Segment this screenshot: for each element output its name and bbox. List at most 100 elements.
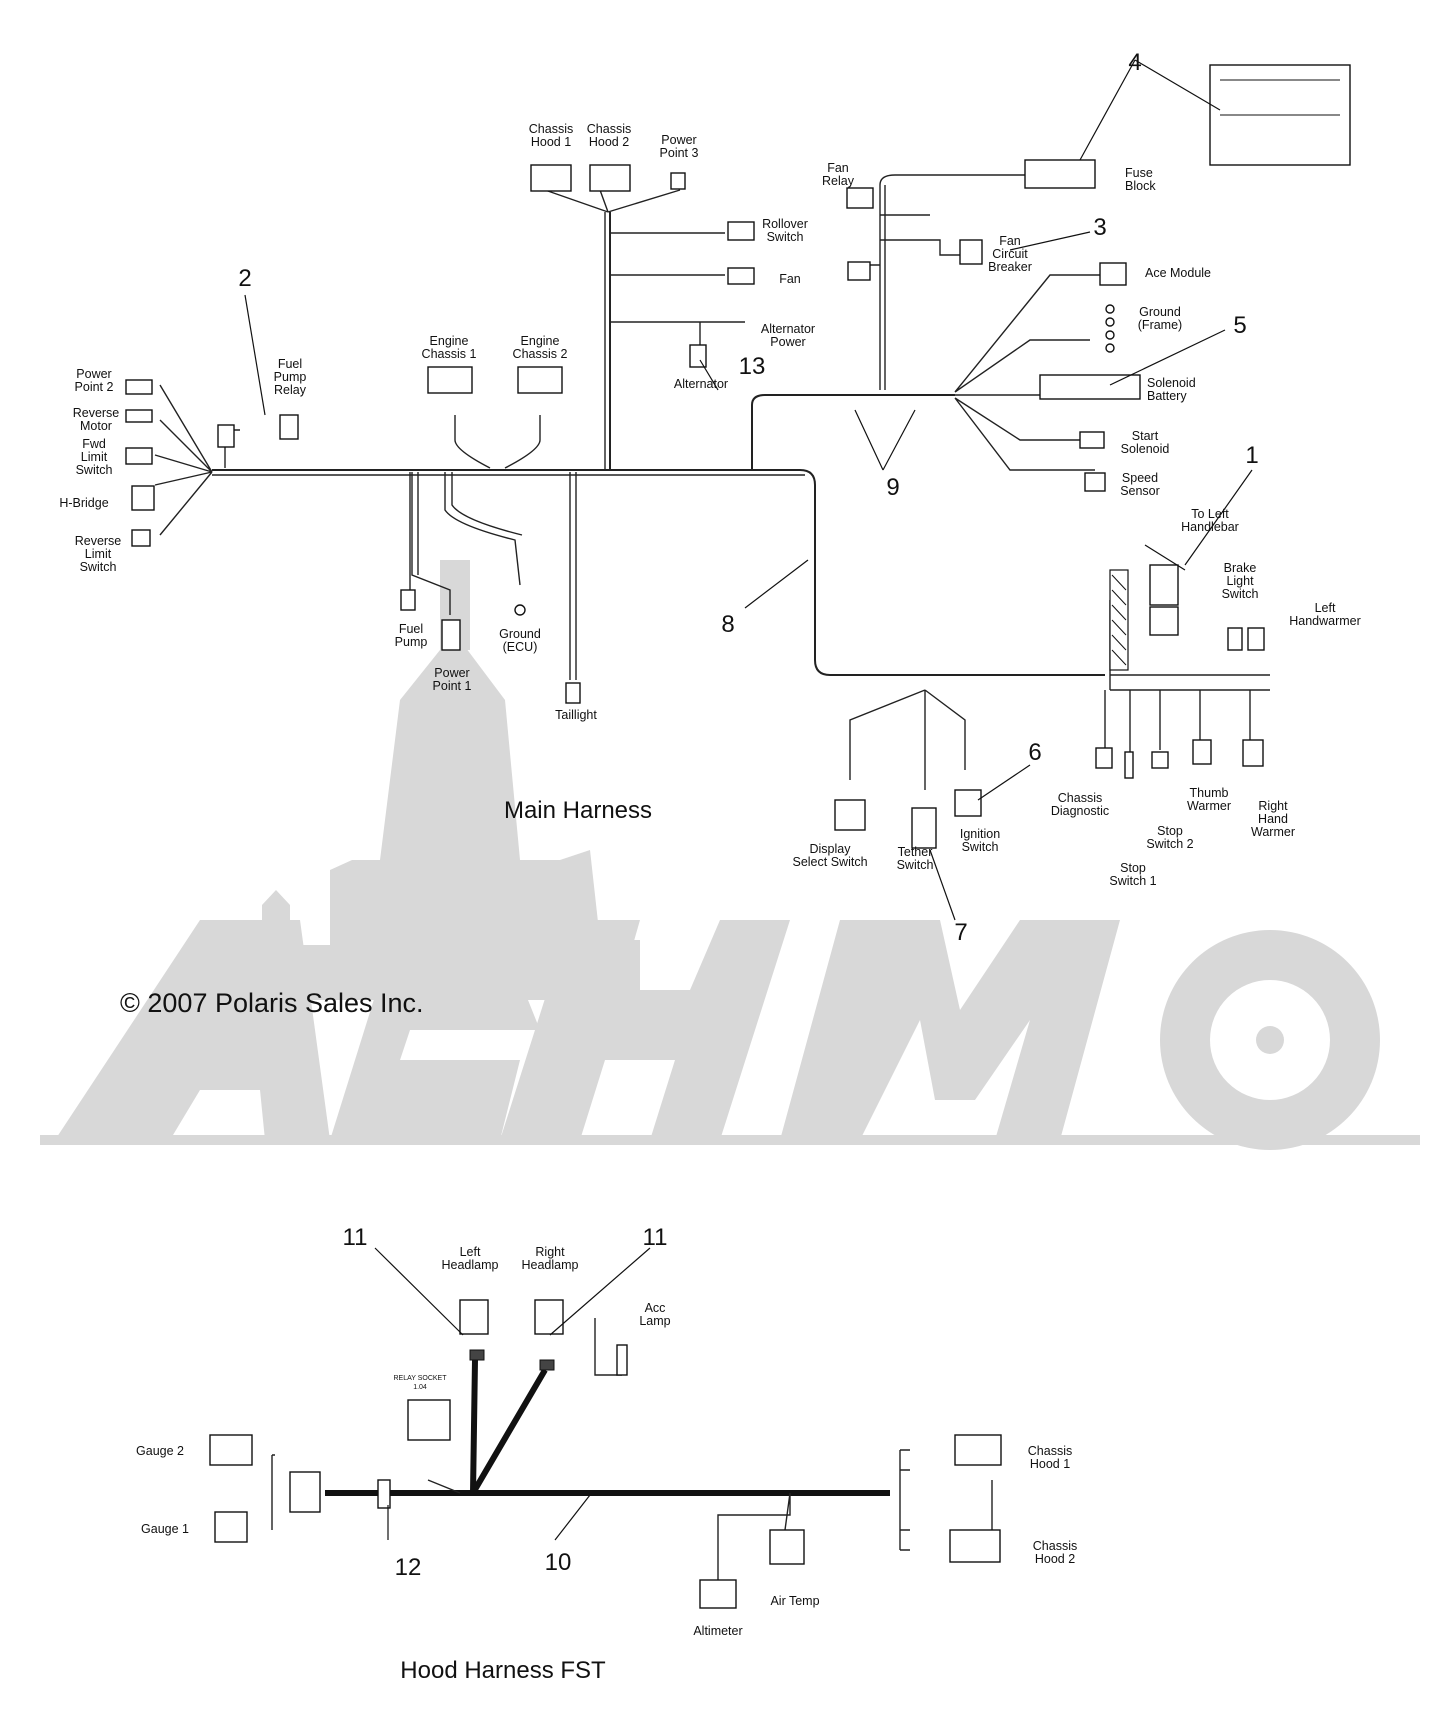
tether-switch-connector	[911, 807, 937, 849]
solenoid-battery-connector	[1039, 374, 1141, 400]
label-ground-frame: Ground(Frame)	[1138, 305, 1182, 332]
rollover-switch-connector	[727, 221, 755, 241]
callout-2: 2	[238, 265, 251, 292]
engine-chassis-2-connector	[517, 366, 563, 394]
callout-5: 5	[1233, 312, 1246, 339]
left-handwarmer-connector	[1247, 627, 1265, 651]
hood-harness-wires	[271, 1318, 993, 1580]
label-alternator: Alternator	[674, 377, 728, 391]
callout-9: 9	[886, 474, 899, 501]
ace-module-connector	[1099, 262, 1127, 286]
callout-3: 3	[1093, 214, 1106, 241]
chassis-hood-2-connector	[949, 1529, 1001, 1563]
chassis-diagnostic-connector	[1095, 747, 1113, 769]
hood-harness-connectors	[209, 1299, 1002, 1609]
display-select-switch-connector	[834, 799, 866, 831]
reverse-limit-switch-connector	[131, 529, 151, 547]
left-headlamp-connector	[459, 1299, 489, 1335]
label-fan: Fan	[779, 272, 801, 286]
callout-7: 7	[954, 919, 967, 946]
altimeter-connector	[699, 1579, 737, 1609]
watermark	[40, 560, 1420, 1150]
chassis-hood-1-connector	[530, 164, 572, 192]
callout-12: 12	[395, 1554, 422, 1581]
ignition-switch-connector	[954, 789, 982, 817]
reverse-motor-connector	[125, 409, 153, 423]
alternator-connector	[689, 344, 707, 368]
label-h-bridge: H-Bridge	[59, 496, 108, 510]
callout-11-left: 11	[343, 1224, 368, 1251]
fan-relay-connector	[846, 187, 874, 209]
chassis-hood-1-connector	[954, 1434, 1002, 1466]
stop-switch-1-connector	[1124, 751, 1134, 779]
stop-switch-2-connector	[1151, 751, 1169, 769]
label-ace-module: Ace Module	[1145, 266, 1211, 280]
power-point-1-connector	[441, 619, 461, 651]
hood-label-air-temp: Air Temp	[770, 1594, 819, 1608]
acc-lamp-connector	[616, 1344, 628, 1376]
fan-circuit-breaker-connector	[959, 239, 983, 265]
left-handlebar-connector-bottom	[1149, 606, 1179, 636]
fwd-limit-switch-connector	[125, 447, 153, 465]
hood-harness-title: Hood Harness FST	[400, 1657, 606, 1684]
fuel-pump-connector	[400, 589, 416, 611]
fuse-block-connector	[1024, 159, 1096, 189]
hood-label-gauge-1: Gauge 1	[141, 1522, 189, 1536]
callout-10: 10	[545, 1549, 572, 1576]
taillight-connector	[565, 682, 581, 704]
relay-socket-text: RELAY SOCKET	[393, 1375, 447, 1382]
speed-sensor-connector	[1084, 472, 1106, 492]
copyright-text: © 2007 Polaris Sales Inc.	[120, 988, 424, 1018]
callout-13: 13	[739, 353, 766, 380]
main-harness-title: Main Harness	[504, 797, 652, 824]
hood-harness-end-connector	[289, 1471, 321, 1513]
ground-ecu-connector	[514, 604, 526, 616]
gauge-1-connector	[214, 1511, 248, 1543]
callout-8: 8	[721, 611, 734, 638]
gauge-2-connector	[209, 1434, 253, 1466]
relay-socket	[407, 1399, 451, 1441]
callout-1: 1	[1245, 442, 1258, 469]
air-temp-connector	[769, 1529, 805, 1565]
main-harness-connectors	[125, 64, 1351, 849]
hood-label-gauge-2: Gauge 2	[136, 1444, 184, 1458]
callout-leaders	[244, 59, 1253, 1541]
harness-grommet	[377, 1479, 391, 1509]
fan-relay-socket	[847, 261, 871, 281]
label-taillight: Taillight	[555, 708, 597, 722]
h-bridge-connector	[131, 485, 155, 511]
hood-label-altimeter: Altimeter	[693, 1624, 742, 1638]
power-point-2-connector	[125, 379, 153, 395]
right-headlamp-connector	[534, 1299, 564, 1335]
engine-chassis-1-connector	[427, 366, 473, 394]
